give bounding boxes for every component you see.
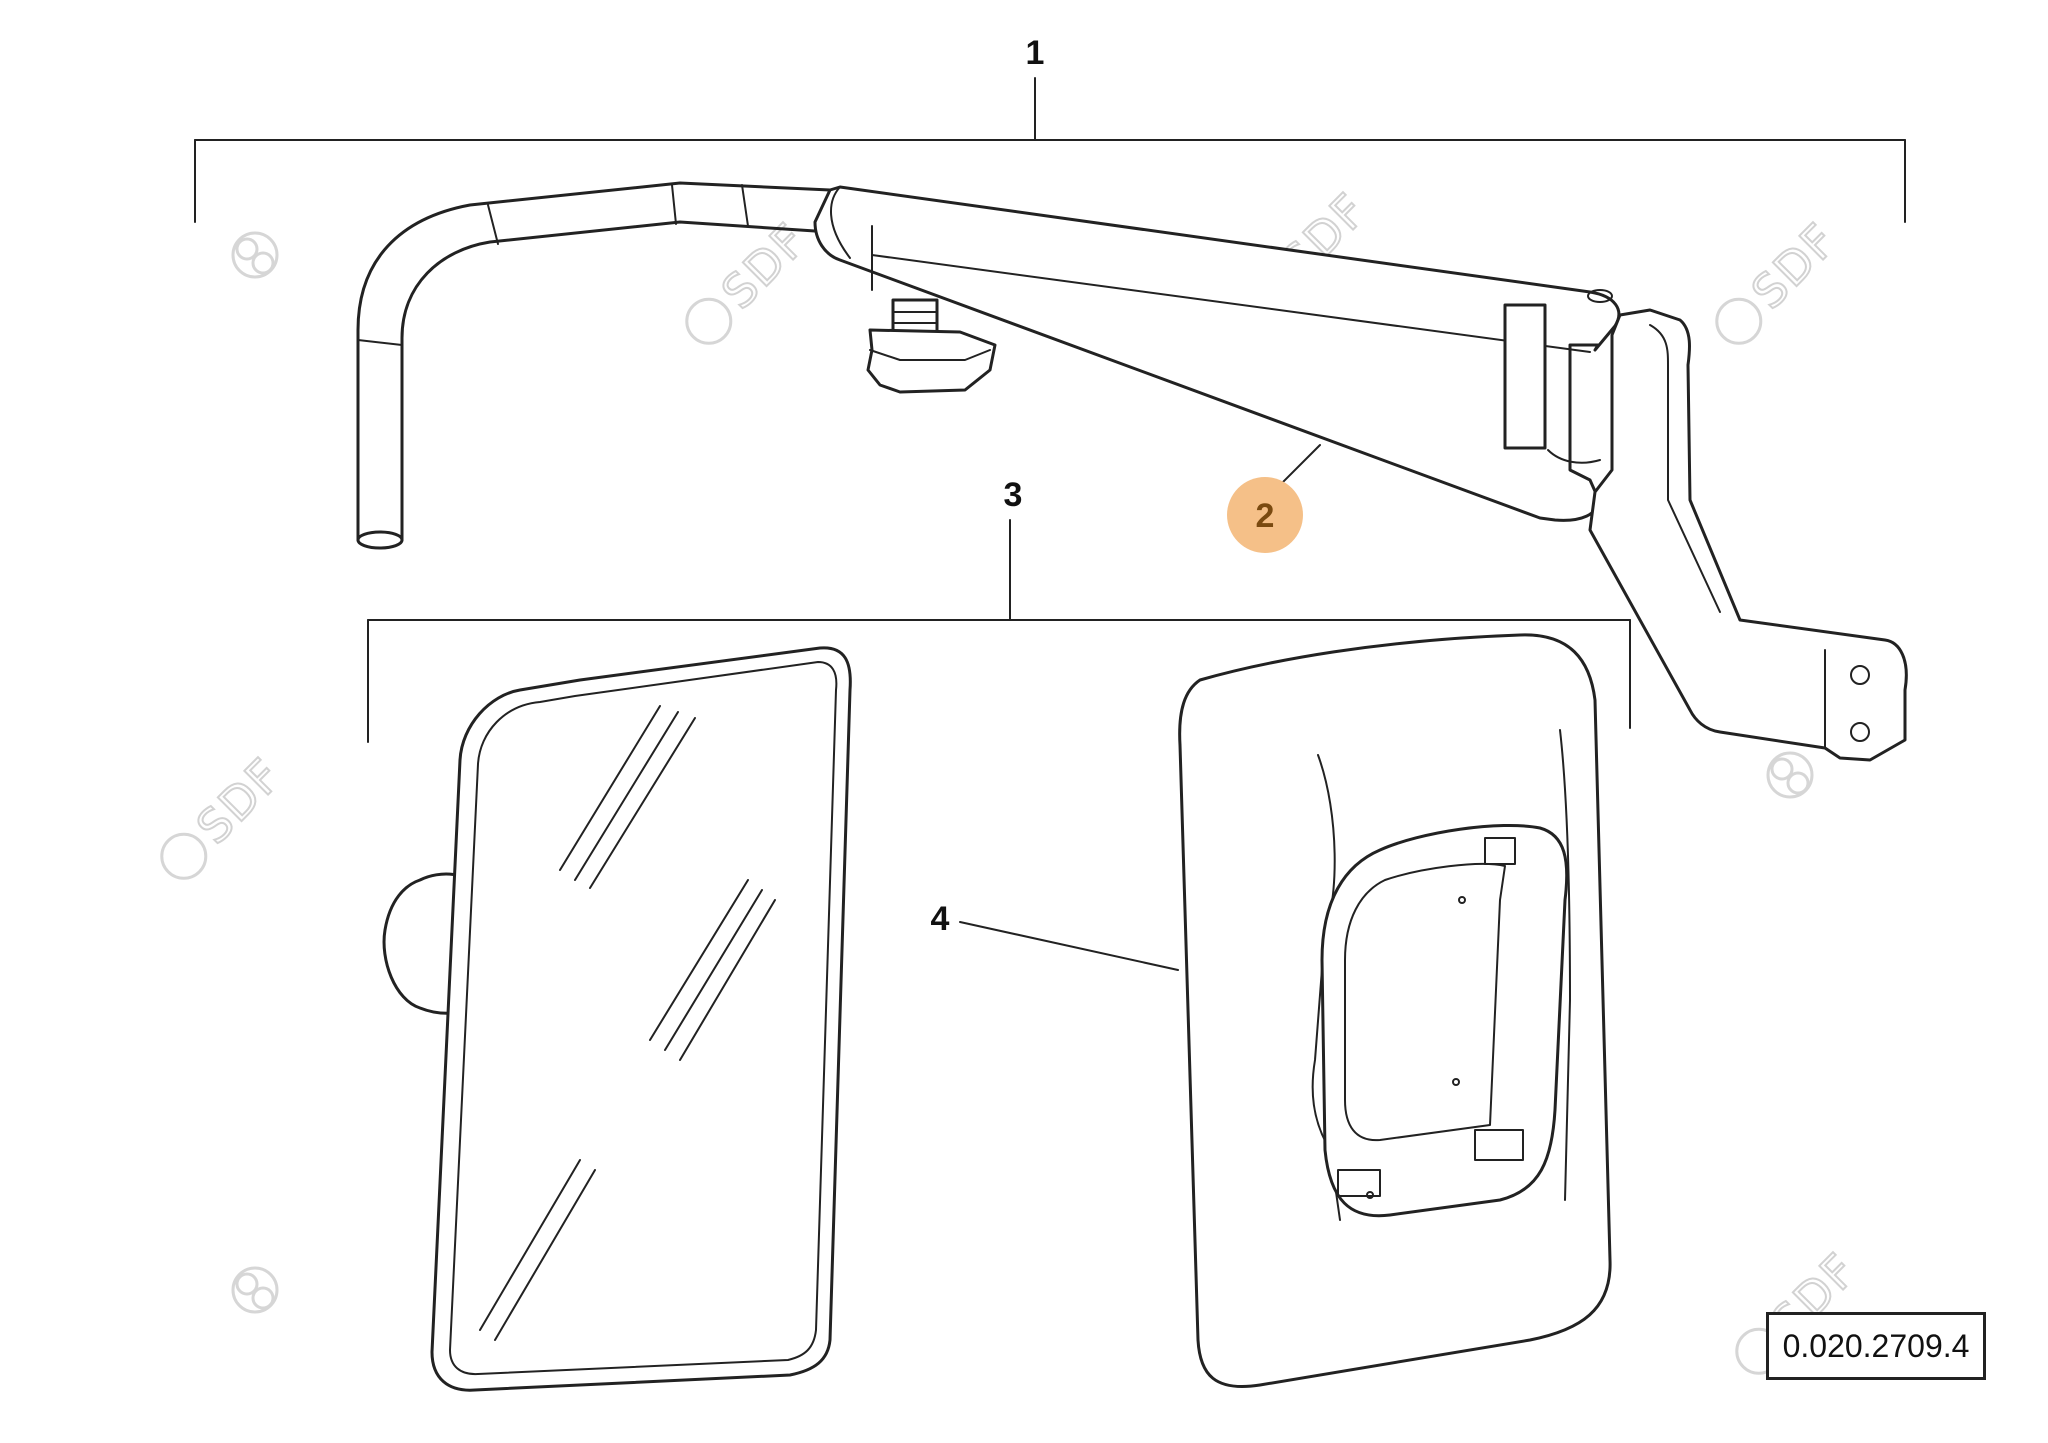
mirror-arm-assembly <box>356 181 1908 762</box>
callout-4-label[interactable]: 4 <box>931 900 950 938</box>
callout-1-label[interactable]: 1 <box>1026 34 1045 72</box>
sdf-watermark-logo <box>231 231 279 279</box>
sdf-watermark-logo <box>1766 751 1814 799</box>
mirror-frame <box>430 646 852 1392</box>
housing-opening <box>1320 823 1569 1218</box>
drawing-reference-code: 0.020.2709.4 <box>1766 1312 1986 1380</box>
sdf-watermark: SDF <box>1715 211 1849 345</box>
hinge-bracket <box>1503 303 1547 450</box>
bolt-hole <box>1850 722 1870 742</box>
tube-end-cap <box>356 530 404 550</box>
mirror-head-front <box>382 646 852 1392</box>
svg-text:SDF: SDF <box>1741 212 1848 319</box>
callout-1-bracket <box>194 77 1906 223</box>
mounting-bracket <box>1588 308 1908 762</box>
sdf-watermark: SDF <box>685 211 819 345</box>
bolt-hole <box>1850 665 1870 685</box>
callout-4-leader <box>959 921 1179 971</box>
mirror-housing-back <box>1178 633 1612 1388</box>
callout-3-label[interactable]: 3 <box>1004 476 1023 514</box>
housing-tab <box>1484 837 1516 865</box>
mirror-glass <box>449 661 838 1376</box>
sdf-watermark: SDF <box>160 746 294 880</box>
callout-2-highlight[interactable] <box>1227 477 1303 553</box>
arm-tube <box>356 181 832 542</box>
housing-tab <box>1474 1129 1524 1161</box>
svg-text:SDF: SDF <box>186 747 293 854</box>
housing-tab <box>1337 1169 1381 1197</box>
knob-nut <box>866 298 997 394</box>
callout-2-label[interactable]: 2 <box>1256 497 1275 535</box>
callout-3-bracket <box>367 519 1631 743</box>
sdf-watermark-logo <box>231 1266 279 1314</box>
